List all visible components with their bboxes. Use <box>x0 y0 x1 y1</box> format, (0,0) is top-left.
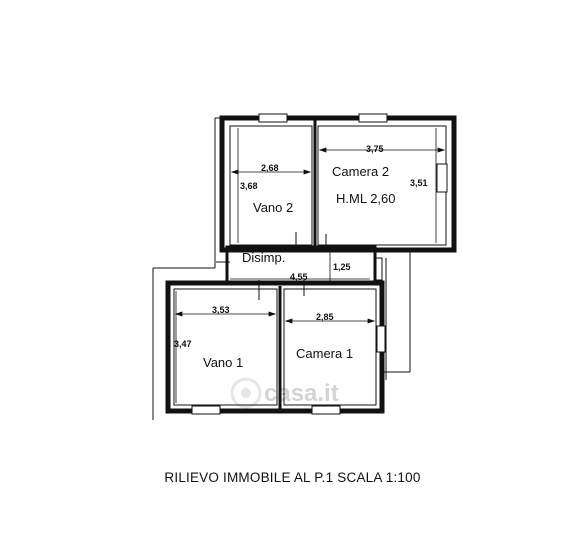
dimension-vano-1-width: 3,53 <box>212 305 230 315</box>
dimension-camera-2-depth: 3,51 <box>410 178 428 188</box>
dimension-camera-1-width: 2,85 <box>316 312 334 322</box>
window-camera2-top <box>358 113 388 123</box>
dimension-lines <box>174 128 446 403</box>
room-label-disimpegno: Disimp. <box>242 250 285 265</box>
doors <box>216 232 327 300</box>
watermark: casa.it <box>230 377 339 409</box>
window-vano1 <box>191 405 221 415</box>
dimension-vano-2-depth: 3,68 <box>240 181 258 191</box>
room-label-camera-2: Camera 2 <box>332 164 389 179</box>
dimension-camera-2-width: 3,75 <box>366 144 384 154</box>
windows <box>191 113 448 415</box>
walls <box>152 115 457 420</box>
room-height-note: H.ML 2,60 <box>336 191 396 206</box>
room-label-camera-1: Camera 1 <box>296 346 353 361</box>
window-camera1 <box>311 405 341 415</box>
dimension-disimpegno-depth: 1,25 <box>333 262 351 272</box>
dimension-vano-2-width: 2,68 <box>261 163 279 173</box>
window-camera1-side <box>376 325 386 353</box>
window-corridor <box>375 257 383 281</box>
floor-plan: casa.it <box>152 113 457 420</box>
window-camera2-side <box>436 163 448 193</box>
watermark-text: casa.it <box>264 380 339 407</box>
watermark-logo-icon <box>230 377 262 409</box>
room-label-vano-1: Vano 1 <box>203 355 243 370</box>
upper-block-wall <box>219 115 457 253</box>
dimension-vano-1-depth: 3,47 <box>174 339 192 349</box>
plan-caption: RILIEVO IMMOBILE AL P.1 SCALA 1:100 <box>164 470 421 485</box>
dimension-disimpegno-length: 4,55 <box>290 272 308 282</box>
room-label-vano-2: Vano 2 <box>253 200 293 215</box>
corridor-wall <box>225 245 377 285</box>
window-vano2 <box>258 113 288 123</box>
